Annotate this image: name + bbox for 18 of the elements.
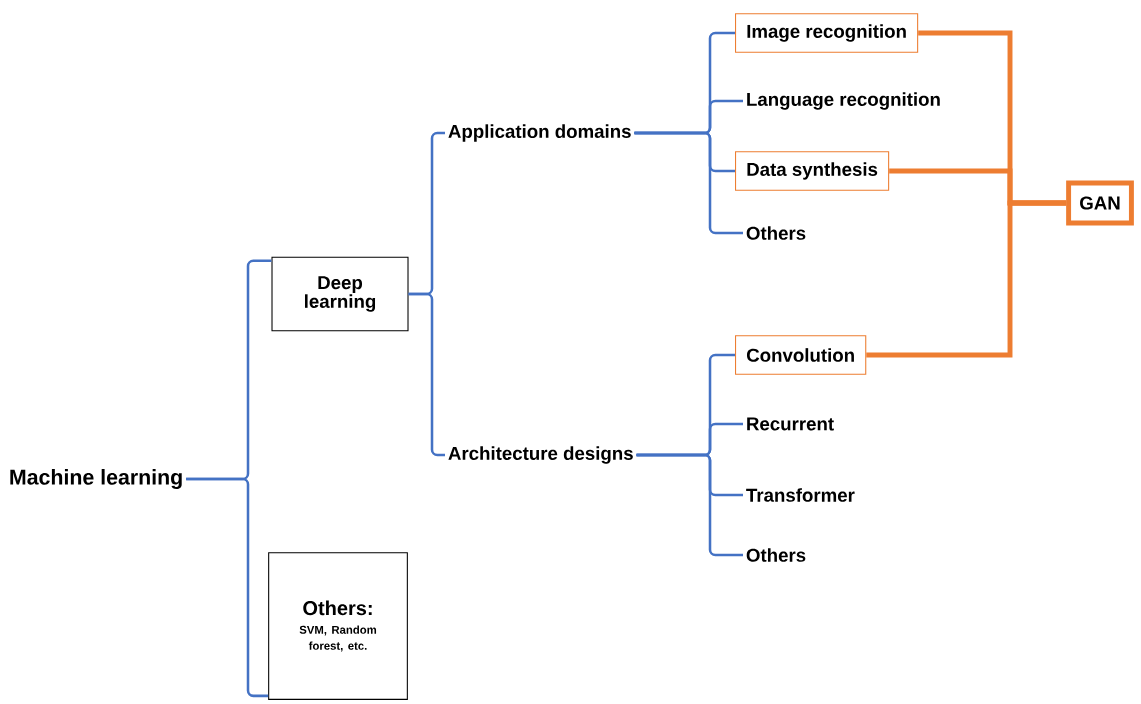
category-box: Deep learning (271, 256, 409, 332)
category-label: Machine learning (10, 469, 182, 489)
connector-line (866, 200, 1067, 358)
bracket-line (186, 477, 269, 698)
category-label: Application domains (448, 124, 631, 142)
category-label: Transformer (746, 488, 855, 502)
bracket-line (634, 131, 743, 235)
highlight-box: Data synthesis (735, 151, 890, 191)
category-box: Others: SVM, Random forest, etc. (268, 552, 408, 700)
category-label: Architecture designs (448, 446, 633, 464)
bracket-line (636, 453, 743, 557)
category-label: Others (746, 548, 806, 562)
category-label: Recurrent (747, 417, 834, 431)
highlight-box: Image recognition (735, 13, 919, 53)
category-label: Others (746, 226, 806, 240)
model-box: GAN (1066, 180, 1134, 226)
category-label: Language recognition (747, 92, 940, 110)
highlight-box: Convolution (735, 335, 867, 375)
